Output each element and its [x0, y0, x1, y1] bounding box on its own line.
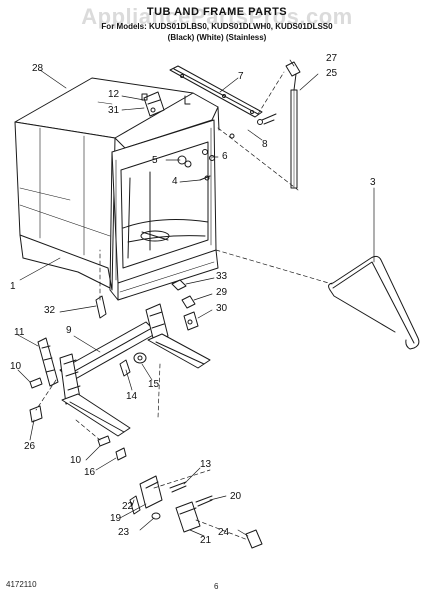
callout-14: 14 — [126, 391, 138, 402]
callout-32: 32 — [44, 305, 56, 316]
callout-27: 27 — [326, 53, 338, 64]
callout-9: 9 — [66, 325, 72, 336]
part-7-top-rail — [169, 65, 263, 118]
callout-21: 21 — [200, 535, 212, 546]
part-12-31-bracket — [141, 91, 165, 117]
tub-assembly — [14, 77, 220, 291]
part-8-screws — [229, 113, 277, 139]
part-32-clip — [95, 295, 107, 319]
callout-10-upper: 10 — [10, 361, 22, 372]
callout-5: 5 — [152, 155, 158, 166]
callout-4: 4 — [172, 176, 178, 187]
callout-6: 6 — [222, 151, 228, 162]
callout-29: 29 — [216, 287, 228, 298]
footer-date: 4172110 — [6, 580, 37, 589]
part-3-door-gasket — [328, 255, 420, 350]
small-screws — [29, 359, 131, 461]
diagram-title: TUB AND FRAME PARTS — [146, 6, 288, 18]
tub-frame-opening — [109, 119, 219, 301]
callout-10-lower: 10 — [70, 455, 82, 466]
footer-page-number: 6 — [214, 582, 219, 591]
callout-15: 15 — [148, 379, 160, 390]
callout-8: 8 — [262, 139, 268, 150]
callout-20: 20 — [230, 491, 242, 502]
callout-25: 25 — [326, 68, 338, 79]
callout-31: 31 — [108, 105, 120, 116]
callout-1: 1 — [10, 281, 16, 292]
callout-7: 7 — [238, 71, 244, 82]
callout-13: 13 — [200, 459, 212, 470]
colors-line: (Black) (White) (Stainless) — [167, 33, 267, 42]
assembly-guide-lines — [35, 71, 333, 541]
callout-26: 26 — [24, 441, 36, 452]
callout-11: 11 — [14, 327, 25, 338]
models-line: For Models: KUDS01DLBS0, KUDS01DLWH0, KU… — [101, 22, 333, 31]
callout-24: 24 — [218, 527, 230, 538]
callout-33: 33 — [216, 271, 228, 282]
callout-28: 28 — [32, 63, 44, 74]
callout-3: 3 — [370, 177, 376, 188]
part-9-base-frame — [59, 303, 211, 437]
callout-16: 16 — [84, 467, 96, 478]
callout-30: 30 — [216, 303, 228, 314]
parts-29-30-33-hardware — [171, 279, 199, 331]
bottom-hardware — [129, 475, 263, 549]
callout-12: 12 — [108, 89, 120, 100]
callout-leader-lines — [17, 59, 375, 537]
callout-19: 19 — [110, 513, 122, 524]
part-25-side-strip — [285, 61, 301, 189]
callout-23: 23 — [118, 527, 130, 538]
part-11-bracket — [37, 337, 59, 387]
callout-22: 22 — [122, 501, 134, 512]
